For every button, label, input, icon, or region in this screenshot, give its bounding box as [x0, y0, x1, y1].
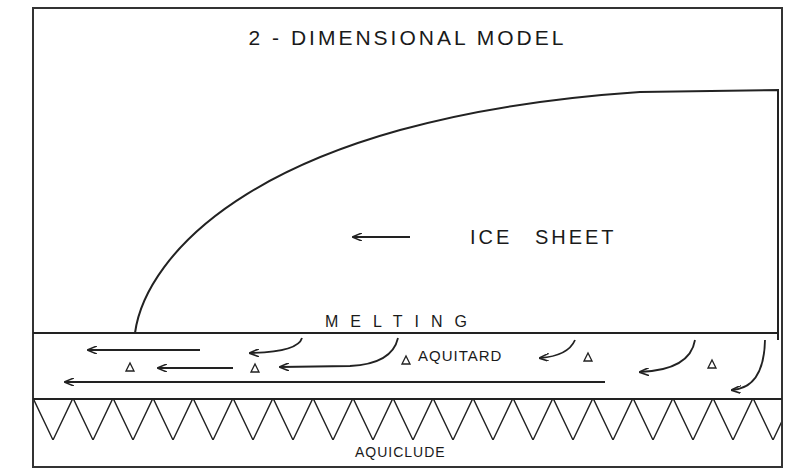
aquiclude-label: AQUICLUDE	[355, 445, 446, 460]
aquitard-band: AQUITARD	[33, 332, 782, 398]
aquitard-label: AQUITARD	[418, 348, 502, 365]
ice-sheet: ICE SHEET	[135, 88, 780, 333]
ice-sheet-outline	[135, 88, 780, 333]
aquiclude-band: AQUICLUDE	[33, 398, 782, 466]
aquitard-band-outline	[33, 332, 782, 398]
ice-sheet-label: ICE SHEET	[470, 226, 617, 248]
diagram-title: 2 - DIMENSIONAL MODEL	[33, 26, 782, 49]
melting-label: MELTING	[325, 313, 479, 331]
